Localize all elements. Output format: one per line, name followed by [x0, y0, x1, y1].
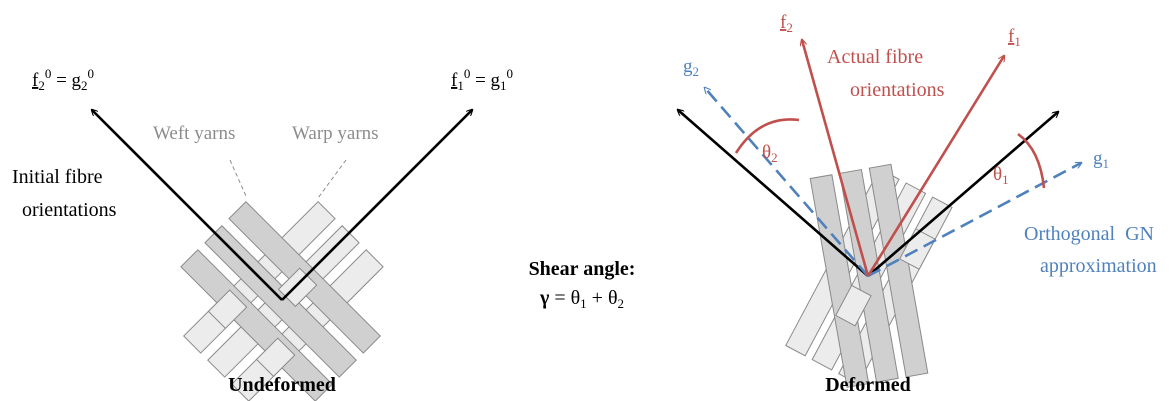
undeformed-panel: f20 = g20 f10 = g10 Weft yarns Warp yarn…: [12, 66, 513, 401]
weft-yarn-over: [277, 267, 318, 308]
undeformed-caption: Undeformed: [228, 374, 336, 396]
g2-label: g2: [683, 56, 699, 79]
actual-fibre-label-line2: orientations: [850, 79, 945, 101]
warp-leader: [317, 159, 347, 199]
gn-approx-label-line2: approximation: [1040, 255, 1157, 277]
initial-fibre-label-line1: Initial fibre: [12, 166, 103, 188]
g1-arrow: [867, 163, 1081, 278]
f2-arrow: [802, 40, 870, 277]
weft-yarn-over: [835, 284, 872, 327]
deformed-caption: Deformed: [825, 374, 911, 396]
shear-angle-title: Shear angle:: [529, 258, 636, 280]
weft-yarns-label: Weft yarns: [153, 123, 235, 144]
shear-angle-formula: γ = θ1 + θ2: [539, 287, 624, 311]
shear-angle-block: Shear angle: γ = θ1 + θ2: [529, 258, 636, 311]
weft-yarn-over: [899, 228, 936, 270]
g1-label: g1: [1093, 148, 1109, 171]
reference-arrow-1: [867, 112, 1058, 277]
weft-leader: [229, 159, 247, 197]
weft-yarn-over: [207, 289, 248, 329]
deformed-panel: f2 f1 g2 g1 θ2 θ1 Actual fibre orientati…: [678, 12, 1157, 396]
theta2-label: θ2: [762, 142, 778, 165]
initial-fibre-label-line2: orientations: [22, 199, 117, 221]
f2-0-g2-0-label: f20 = g20: [32, 66, 94, 93]
undeformed-weave: [180, 201, 384, 401]
warp-yarns-label: Warp yarns: [292, 123, 379, 144]
initial-fibre-arrow-1: [281, 110, 472, 301]
theta1-label: θ1: [993, 164, 1009, 187]
weft-yarn-over: [255, 337, 296, 378]
f2-label: f2: [780, 12, 793, 35]
actual-fibre-label-line1: Actual fibre: [827, 46, 923, 68]
f1-arrow: [866, 56, 1004, 277]
gn-approx-label-line1: Orthogonal GN: [1024, 223, 1154, 245]
warp-yarn: [180, 249, 333, 401]
theta2-arc: [734, 118, 800, 154]
initial-fibre-arrow-2: [92, 110, 283, 301]
reference-arrow-2: [678, 110, 869, 277]
f1-label: f1: [1008, 26, 1021, 49]
theta1-arc: [1017, 132, 1046, 189]
warp-yarn: [868, 163, 929, 378]
f1-0-g1-0-label: f10 = g10: [451, 66, 513, 93]
